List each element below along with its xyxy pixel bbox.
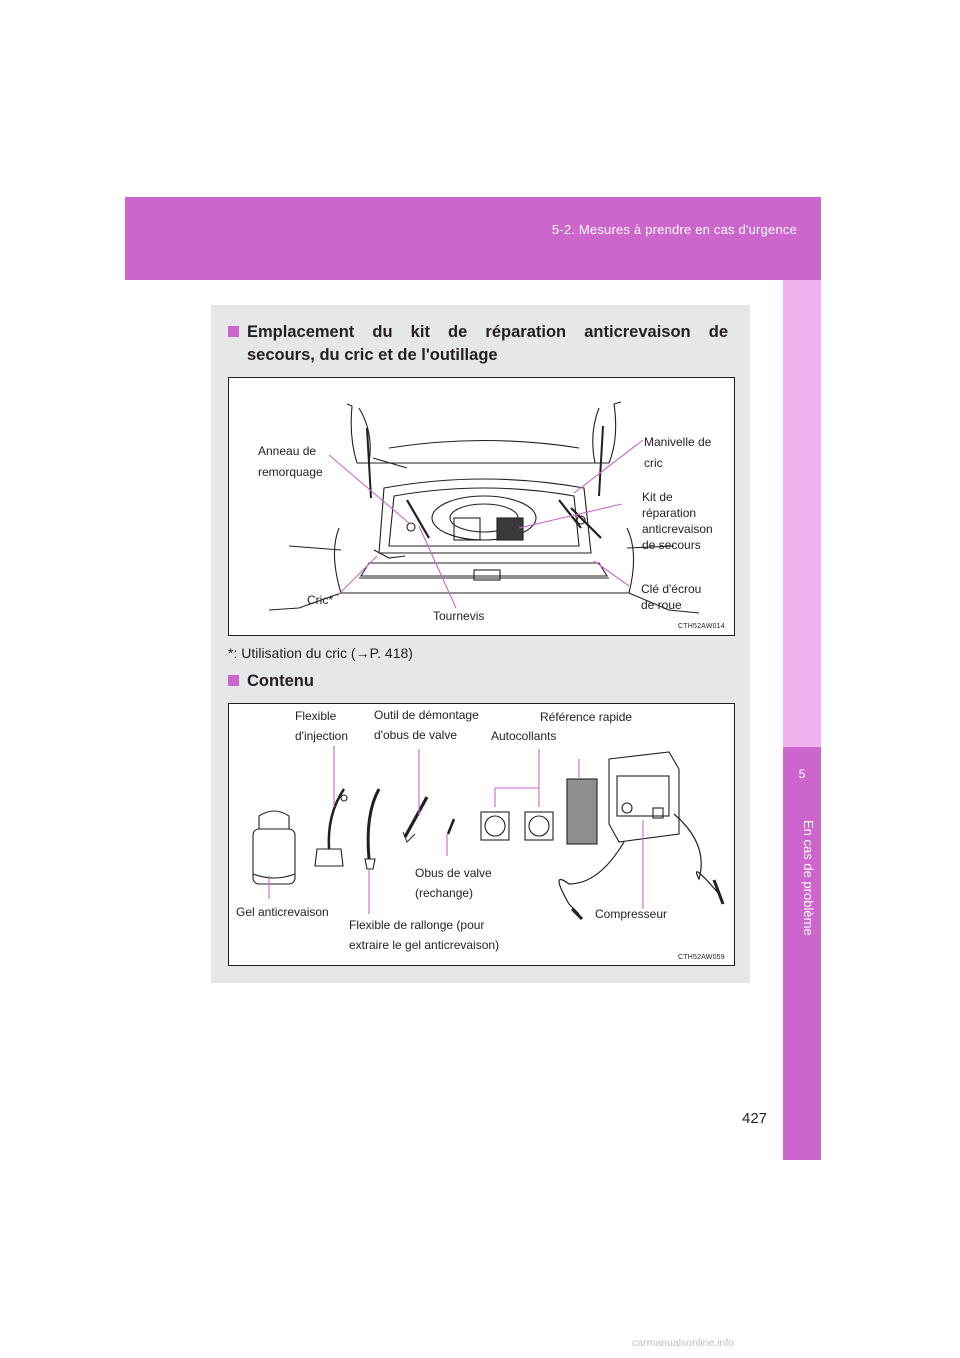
chapter-number: 5 <box>798 767 806 781</box>
label-compresseur: Compresseur <box>595 907 668 921</box>
label-cle-line1: Clé d'écrou <box>641 582 702 596</box>
label-flexible-line2: d'injection <box>295 729 348 743</box>
label-manivelle-line1: Manivelle de <box>644 435 712 449</box>
label-anneau-line1: Anneau de <box>258 444 317 458</box>
label-obus-line2: (rechange) <box>415 886 474 900</box>
section-breadcrumb: 5-2. Mesures à prendre en cas d'urgence <box>551 222 797 237</box>
square-bullet-icon <box>228 675 239 686</box>
trunk-figure: Anneau de remorquage Manivelle de cric K… <box>228 377 735 636</box>
label-cric: Cric* <box>307 593 333 607</box>
chapter-title: En cas de problème <box>801 820 816 936</box>
trunk-illustration-icon <box>268 401 700 614</box>
label-anneau-line2: remorquage <box>258 465 323 479</box>
label-cle-line2: de roue <box>641 598 682 612</box>
square-bullet-icon <box>228 326 239 337</box>
label-flexible-line1: Flexible <box>295 709 337 723</box>
label-outil-line2: d'obus de valve <box>374 728 458 742</box>
header-band <box>125 197 821 280</box>
section-heading: Emplacement du kit de réparation anticre… <box>228 323 728 342</box>
label-autocollants: Autocollants <box>491 729 557 743</box>
label-kit-line3: anticrevaison <box>642 522 713 536</box>
chapter-tab[interactable] <box>783 747 821 1160</box>
label-kit-line1: Kit de <box>642 490 673 504</box>
contents-heading-text: Contenu <box>247 672 314 690</box>
watermark: carmanualsonline.info <box>632 1337 735 1349</box>
label-reference: Référence rapide <box>540 710 633 724</box>
label-rallonge-line1: Flexible de rallonge (pour <box>349 918 485 932</box>
label-tournevis: Tournevis <box>433 609 485 623</box>
label-outil-line1: Outil de démontage <box>374 708 479 722</box>
page-number: 427 <box>742 1110 768 1127</box>
label-manivelle-line2: cric <box>644 456 663 470</box>
figure-code: CTH52AW059 <box>678 954 725 961</box>
heading-line2: secours, du cric et de l'outillage <box>247 346 498 364</box>
figure-code: CTH52AW014 <box>678 623 725 630</box>
contents-figure: Flexible d'injection Outil de démontage … <box>228 703 735 966</box>
label-obus-line1: Obus de valve <box>415 866 492 880</box>
contents-heading: Contenu <box>228 672 314 691</box>
label-kit-line4: de secours <box>642 538 701 552</box>
footnote: *: Utilisation du cric (→P. 418) <box>228 645 413 661</box>
repair-kit-illustration-icon <box>252 746 725 921</box>
heading-line1: Emplacement du kit de réparation anticre… <box>247 323 728 341</box>
label-rallonge-line2: extraire le gel anticrevaison) <box>349 938 500 952</box>
label-gel: Gel anticrevaison <box>236 905 329 919</box>
label-kit-line2: réparation <box>642 506 697 520</box>
